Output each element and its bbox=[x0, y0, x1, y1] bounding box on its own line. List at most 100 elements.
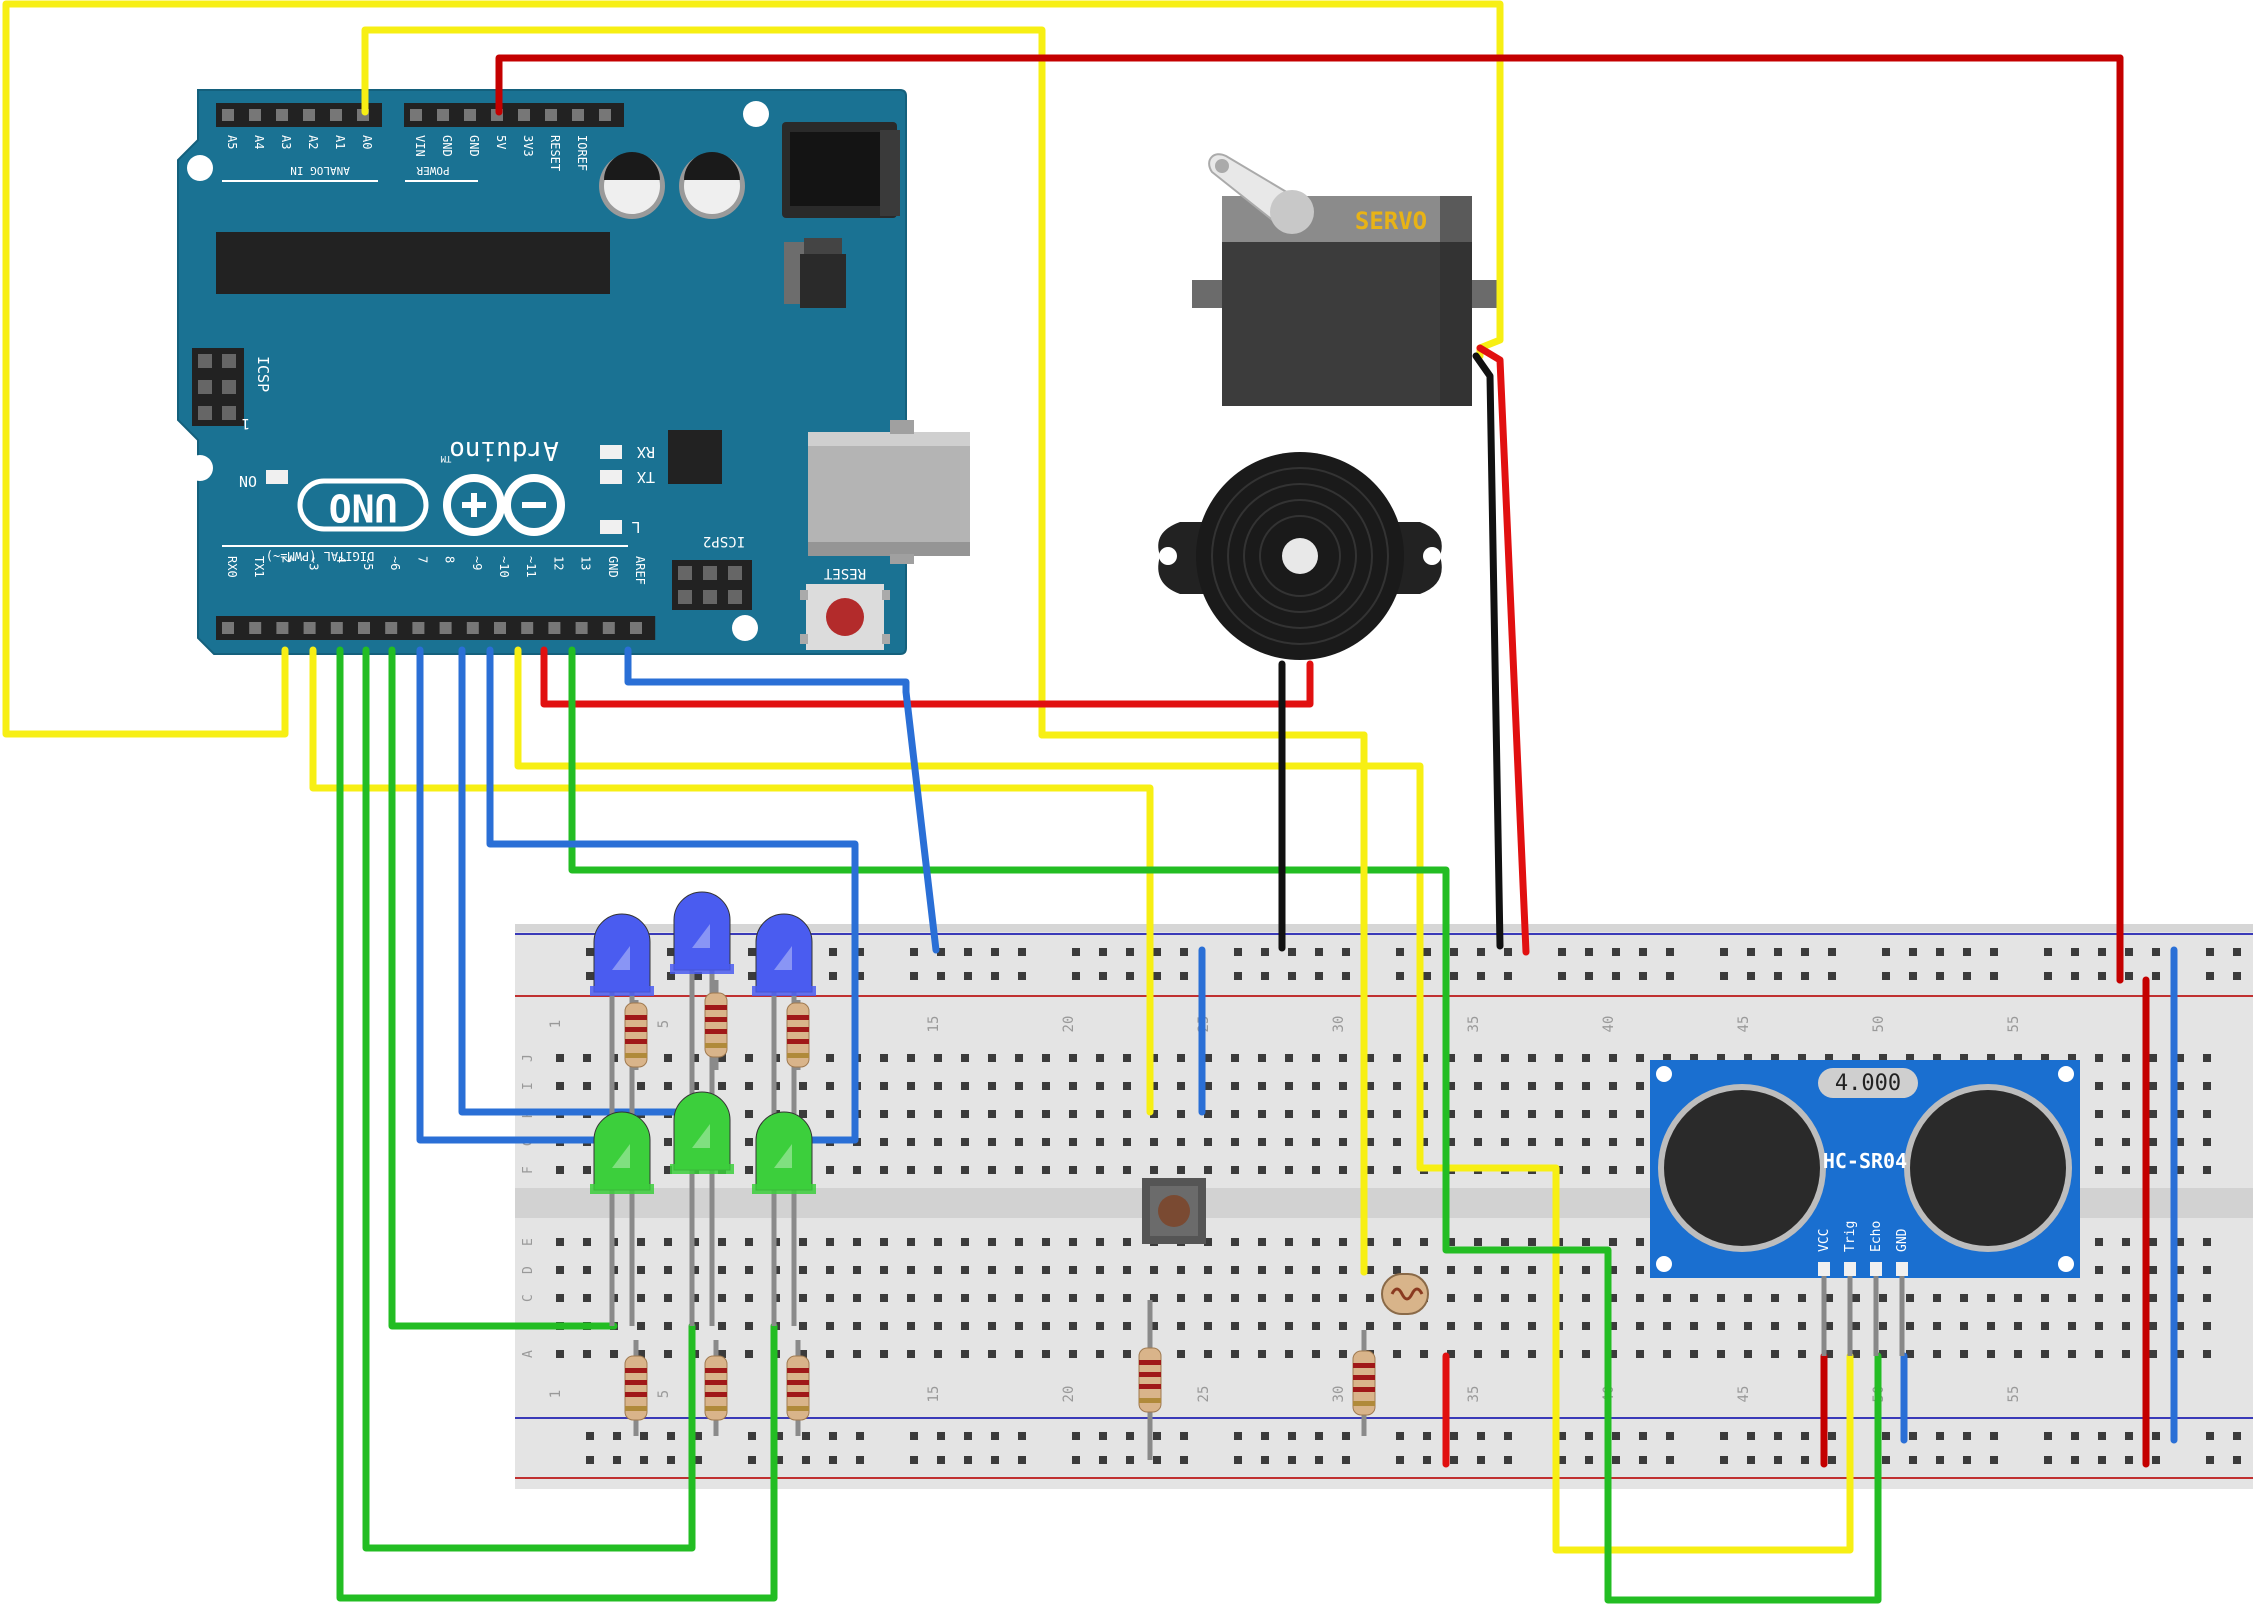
breadboard-rail-hole bbox=[1639, 948, 1647, 956]
header-pin[interactable] bbox=[545, 109, 557, 121]
header-pin[interactable] bbox=[412, 622, 425, 634]
breadboard-hole bbox=[934, 1238, 942, 1246]
breadboard-rail-hole bbox=[1585, 972, 1593, 980]
pin-label: 3V3 bbox=[521, 135, 535, 157]
header-pin[interactable] bbox=[548, 622, 561, 634]
icsp-header bbox=[192, 348, 244, 426]
breadboard-hole bbox=[745, 1238, 753, 1246]
header-pin[interactable] bbox=[410, 109, 422, 121]
breadboard-hole bbox=[1555, 1138, 1563, 1146]
header-pin[interactable] bbox=[276, 109, 288, 121]
breadboard-rail-hole bbox=[937, 1432, 945, 1440]
breadboard-rail-hole bbox=[1828, 1432, 1836, 1440]
header-pin[interactable] bbox=[464, 109, 476, 121]
header-pin[interactable] bbox=[385, 622, 398, 634]
breadboard-hole bbox=[1609, 1166, 1617, 1174]
header-pin[interactable] bbox=[439, 622, 452, 634]
header-pin[interactable] bbox=[630, 622, 642, 634]
breadboard-rail-hole bbox=[1423, 972, 1431, 980]
breadboard-hole bbox=[1879, 1054, 1887, 1062]
breadboard-rail-hole bbox=[2098, 1456, 2106, 1464]
header-pin[interactable] bbox=[249, 109, 261, 121]
breadboard-hole bbox=[1717, 1322, 1725, 1330]
breadboard-rail-hole bbox=[1666, 1456, 1674, 1464]
pin-label: 13 bbox=[579, 556, 593, 570]
breadboard-hole bbox=[1447, 1350, 1455, 1358]
header-pin[interactable] bbox=[303, 622, 316, 634]
breadboard-rail-hole bbox=[1882, 972, 1890, 980]
breadboard-rail-hole bbox=[1963, 948, 1971, 956]
breadboard-rail-hole bbox=[586, 1456, 594, 1464]
header-pin[interactable] bbox=[466, 622, 479, 634]
breadboard-hole bbox=[961, 1322, 969, 1330]
breadboard-hole bbox=[1636, 1054, 1644, 1062]
usb-connector-icon bbox=[808, 420, 970, 564]
resistor-icon bbox=[704, 1340, 728, 1436]
breadboard-hole bbox=[1474, 1082, 1482, 1090]
breadboard-hole bbox=[1744, 1350, 1752, 1358]
breadboard-hole bbox=[2176, 1082, 2184, 1090]
header-pin[interactable] bbox=[222, 109, 234, 121]
breadboard-hole bbox=[583, 1294, 591, 1302]
breadboard-hole bbox=[1420, 1138, 1428, 1146]
breadboard-rail-hole bbox=[1639, 1456, 1647, 1464]
header-pin[interactable] bbox=[521, 622, 534, 634]
breadboard-rail-hole bbox=[1504, 972, 1512, 980]
breadboard-hole bbox=[907, 1082, 915, 1090]
header-pin[interactable] bbox=[330, 109, 342, 121]
pin-label: 12 bbox=[551, 556, 565, 570]
breadboard-hole bbox=[2014, 1054, 2022, 1062]
breadboard-rail-hole bbox=[1801, 1456, 1809, 1464]
breadboard-rail-hole bbox=[1072, 1456, 1080, 1464]
breadboard-hole bbox=[1771, 1294, 1779, 1302]
voltage-regulator-icon bbox=[784, 238, 846, 308]
breadboard-hole bbox=[1501, 1238, 1509, 1246]
header-pin[interactable] bbox=[358, 622, 370, 634]
breadboard-hole bbox=[934, 1054, 942, 1062]
mounting-hole bbox=[187, 155, 213, 181]
breadboard-hole bbox=[1636, 1238, 1644, 1246]
pin-label: A3 bbox=[279, 135, 293, 149]
header-pin[interactable] bbox=[249, 622, 262, 634]
breadboard-hole bbox=[1879, 1322, 1887, 1330]
header-pin[interactable] bbox=[276, 622, 289, 634]
breadboard-hole bbox=[1258, 1138, 1266, 1146]
header-pin[interactable] bbox=[599, 109, 611, 121]
header-pin[interactable] bbox=[303, 109, 315, 121]
icsp2-label: ICSP2 bbox=[703, 533, 745, 549]
breadboard-hole bbox=[826, 1110, 834, 1118]
breadboard-hole bbox=[1231, 1322, 1239, 1330]
breadboard-rail-hole bbox=[667, 1432, 675, 1440]
breadboard-hole bbox=[961, 1166, 969, 1174]
column-number: 40 bbox=[1601, 1016, 1617, 1033]
breadboard-hole bbox=[853, 1350, 861, 1358]
breadboard-hole bbox=[556, 1350, 564, 1358]
breadboard-rail-hole bbox=[2098, 972, 2106, 980]
breadboard-hole bbox=[1690, 1294, 1698, 1302]
breadboard-rail-hole bbox=[856, 948, 864, 956]
breadboard-hole bbox=[1474, 1238, 1482, 1246]
header-pin[interactable] bbox=[575, 622, 588, 634]
header-pin[interactable] bbox=[572, 109, 584, 121]
breadboard-hole bbox=[1582, 1110, 1590, 1118]
breadboard-hole bbox=[1015, 1138, 1023, 1146]
pin-label: A0 bbox=[360, 135, 374, 149]
header-pin[interactable] bbox=[222, 622, 234, 634]
header-pin[interactable] bbox=[437, 109, 449, 121]
breadboard-hole bbox=[799, 1294, 807, 1302]
header-pin[interactable] bbox=[494, 622, 506, 634]
breadboard-hole bbox=[1609, 1138, 1617, 1146]
breadboard-hole bbox=[1798, 1294, 1806, 1302]
breadboard-hole bbox=[2041, 1294, 2049, 1302]
breadboard-rail-hole bbox=[1612, 1456, 1620, 1464]
header-pin[interactable] bbox=[602, 622, 615, 634]
breadboard-hole bbox=[1258, 1322, 1266, 1330]
breadboard-rail-hole bbox=[667, 1456, 675, 1464]
reset-button[interactable] bbox=[800, 584, 890, 650]
header-pin[interactable] bbox=[518, 109, 530, 121]
header-pin[interactable] bbox=[330, 622, 343, 634]
breadboard-rail-hole bbox=[1990, 948, 1998, 956]
